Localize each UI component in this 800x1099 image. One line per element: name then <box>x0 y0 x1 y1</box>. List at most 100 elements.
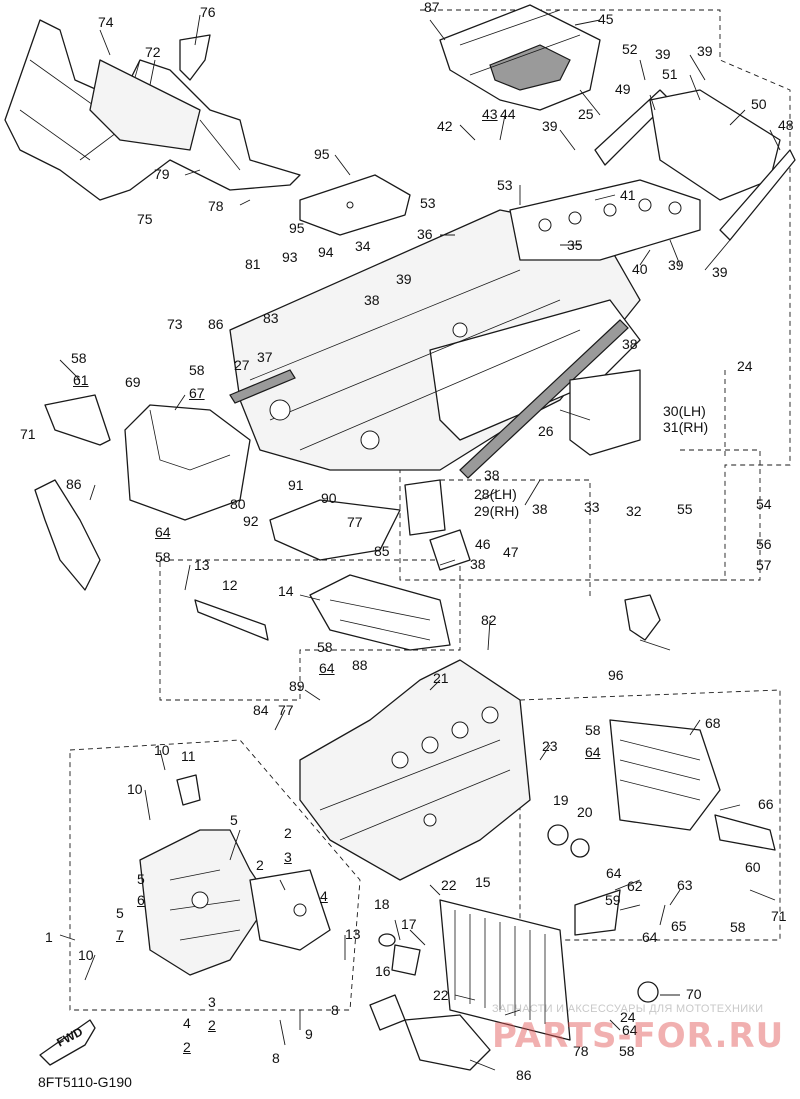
callout-86: 86 <box>516 1067 532 1083</box>
group-box-rear-frame <box>399 9 791 581</box>
callout-86: 86 <box>66 476 82 492</box>
callout-4: 4 <box>183 1015 191 1031</box>
callout-96: 96 <box>608 667 624 683</box>
diagram-code: 8FT5110-G190 <box>38 1074 132 1090</box>
callout-72: 72 <box>145 44 161 60</box>
side-member-40 <box>509 179 701 261</box>
callout-25: 25 <box>578 106 594 122</box>
center-frame-21 <box>299 659 531 881</box>
plate-28-29 <box>404 479 446 536</box>
callout-88: 88 <box>352 657 368 673</box>
callout-80: 80 <box>230 496 246 512</box>
callout-13: 13 <box>345 926 361 942</box>
spacer-18 <box>378 933 396 947</box>
callout-21: 21 <box>433 670 449 686</box>
callout-22: 22 <box>433 987 449 1003</box>
nose-cone-74 <box>4 19 301 201</box>
callout-4: 4 <box>320 888 328 904</box>
callout-82: 82 <box>481 612 497 628</box>
callout-30-lh: 30(LH) <box>663 403 706 419</box>
callout-73: 73 <box>167 316 183 332</box>
callout-6: 6 <box>137 892 145 908</box>
callout-26: 26 <box>538 423 554 439</box>
callout-28-lh: 28(LH) <box>474 486 517 502</box>
callout-5: 5 <box>230 812 238 828</box>
callout-85: 85 <box>374 543 390 559</box>
callout-64: 64 <box>319 660 335 676</box>
callout-36: 36 <box>417 226 433 242</box>
callout-50: 50 <box>751 96 767 112</box>
callout-10: 10 <box>78 947 94 963</box>
callout-38: 38 <box>470 556 486 572</box>
plate-46 <box>429 529 471 571</box>
rail-12 <box>194 599 269 641</box>
group-box-54 <box>680 449 761 581</box>
callout-59: 59 <box>605 892 621 908</box>
callout-2: 2 <box>284 825 292 841</box>
callout-57: 57 <box>756 557 772 573</box>
callout-91: 91 <box>288 477 304 493</box>
callout-61: 61 <box>73 372 89 388</box>
callout-53: 53 <box>420 195 436 211</box>
callout-79: 79 <box>154 166 170 182</box>
callout-95: 95 <box>314 146 330 162</box>
callout-35: 35 <box>567 237 583 253</box>
callout-94: 94 <box>318 244 334 260</box>
bracket-68 <box>609 719 721 831</box>
callout-58: 58 <box>730 919 746 935</box>
callout-10: 10 <box>127 781 143 797</box>
callout-5: 5 <box>116 905 124 921</box>
callout-8: 8 <box>272 1050 280 1066</box>
bracket-60 <box>714 814 776 851</box>
callout-48: 48 <box>778 117 794 133</box>
callout-11: 11 <box>181 748 196 764</box>
callout-67: 67 <box>189 385 205 401</box>
part-78 <box>404 1014 491 1071</box>
callout-40: 40 <box>632 261 648 277</box>
callout-90: 90 <box>321 490 337 506</box>
callout-75: 75 <box>137 211 153 227</box>
callout-84: 84 <box>253 702 269 718</box>
callout-56: 56 <box>756 536 772 552</box>
bracket-61 <box>44 394 111 446</box>
callout-38: 38 <box>622 336 638 352</box>
rear-upper-frame <box>439 4 601 111</box>
callout-58: 58 <box>619 1043 635 1059</box>
callout-58: 58 <box>71 350 87 366</box>
callout-89: 89 <box>289 678 305 694</box>
callout-43: 43 <box>482 106 498 122</box>
callout-2: 2 <box>183 1039 191 1055</box>
callout-32: 32 <box>626 503 642 519</box>
front-frame-assembly <box>139 829 331 976</box>
callout-65: 65 <box>671 918 687 934</box>
fwd-arrow-shape <box>39 1019 96 1066</box>
callout-58: 58 <box>189 362 205 378</box>
callout-92: 92 <box>243 513 259 529</box>
callout-14: 14 <box>278 583 294 599</box>
callout-58: 58 <box>155 549 171 565</box>
callout-39: 39 <box>655 46 671 62</box>
heat-exchanger-15 <box>439 899 571 1041</box>
callout-18: 18 <box>374 896 390 912</box>
callout-81: 81 <box>245 256 261 272</box>
callout-22: 22 <box>441 877 457 893</box>
watermark-tagline: ЗАПЧАСТИ И АКСЕССУАРЫ ДЛЯ МОТОТЕХНИКИ <box>492 1003 764 1015</box>
callout-37: 37 <box>257 349 273 365</box>
plate-95 <box>299 174 411 236</box>
callout-39: 39 <box>697 43 713 59</box>
callout-62: 62 <box>627 878 643 894</box>
callout-34: 34 <box>355 238 371 254</box>
callout-12: 12 <box>222 577 238 593</box>
callout-7: 7 <box>116 927 124 943</box>
callout-31-rh: 31(RH) <box>663 419 709 435</box>
callout-64: 64 <box>622 1022 638 1038</box>
bracket-96 <box>624 594 661 641</box>
callout-64: 64 <box>585 744 601 760</box>
callout-64: 64 <box>642 929 658 945</box>
part-70 <box>637 981 659 1003</box>
callout-64: 64 <box>155 524 171 540</box>
callout-87: 87 <box>424 0 440 15</box>
callout-51: 51 <box>662 66 678 82</box>
rail-27 <box>229 369 296 404</box>
